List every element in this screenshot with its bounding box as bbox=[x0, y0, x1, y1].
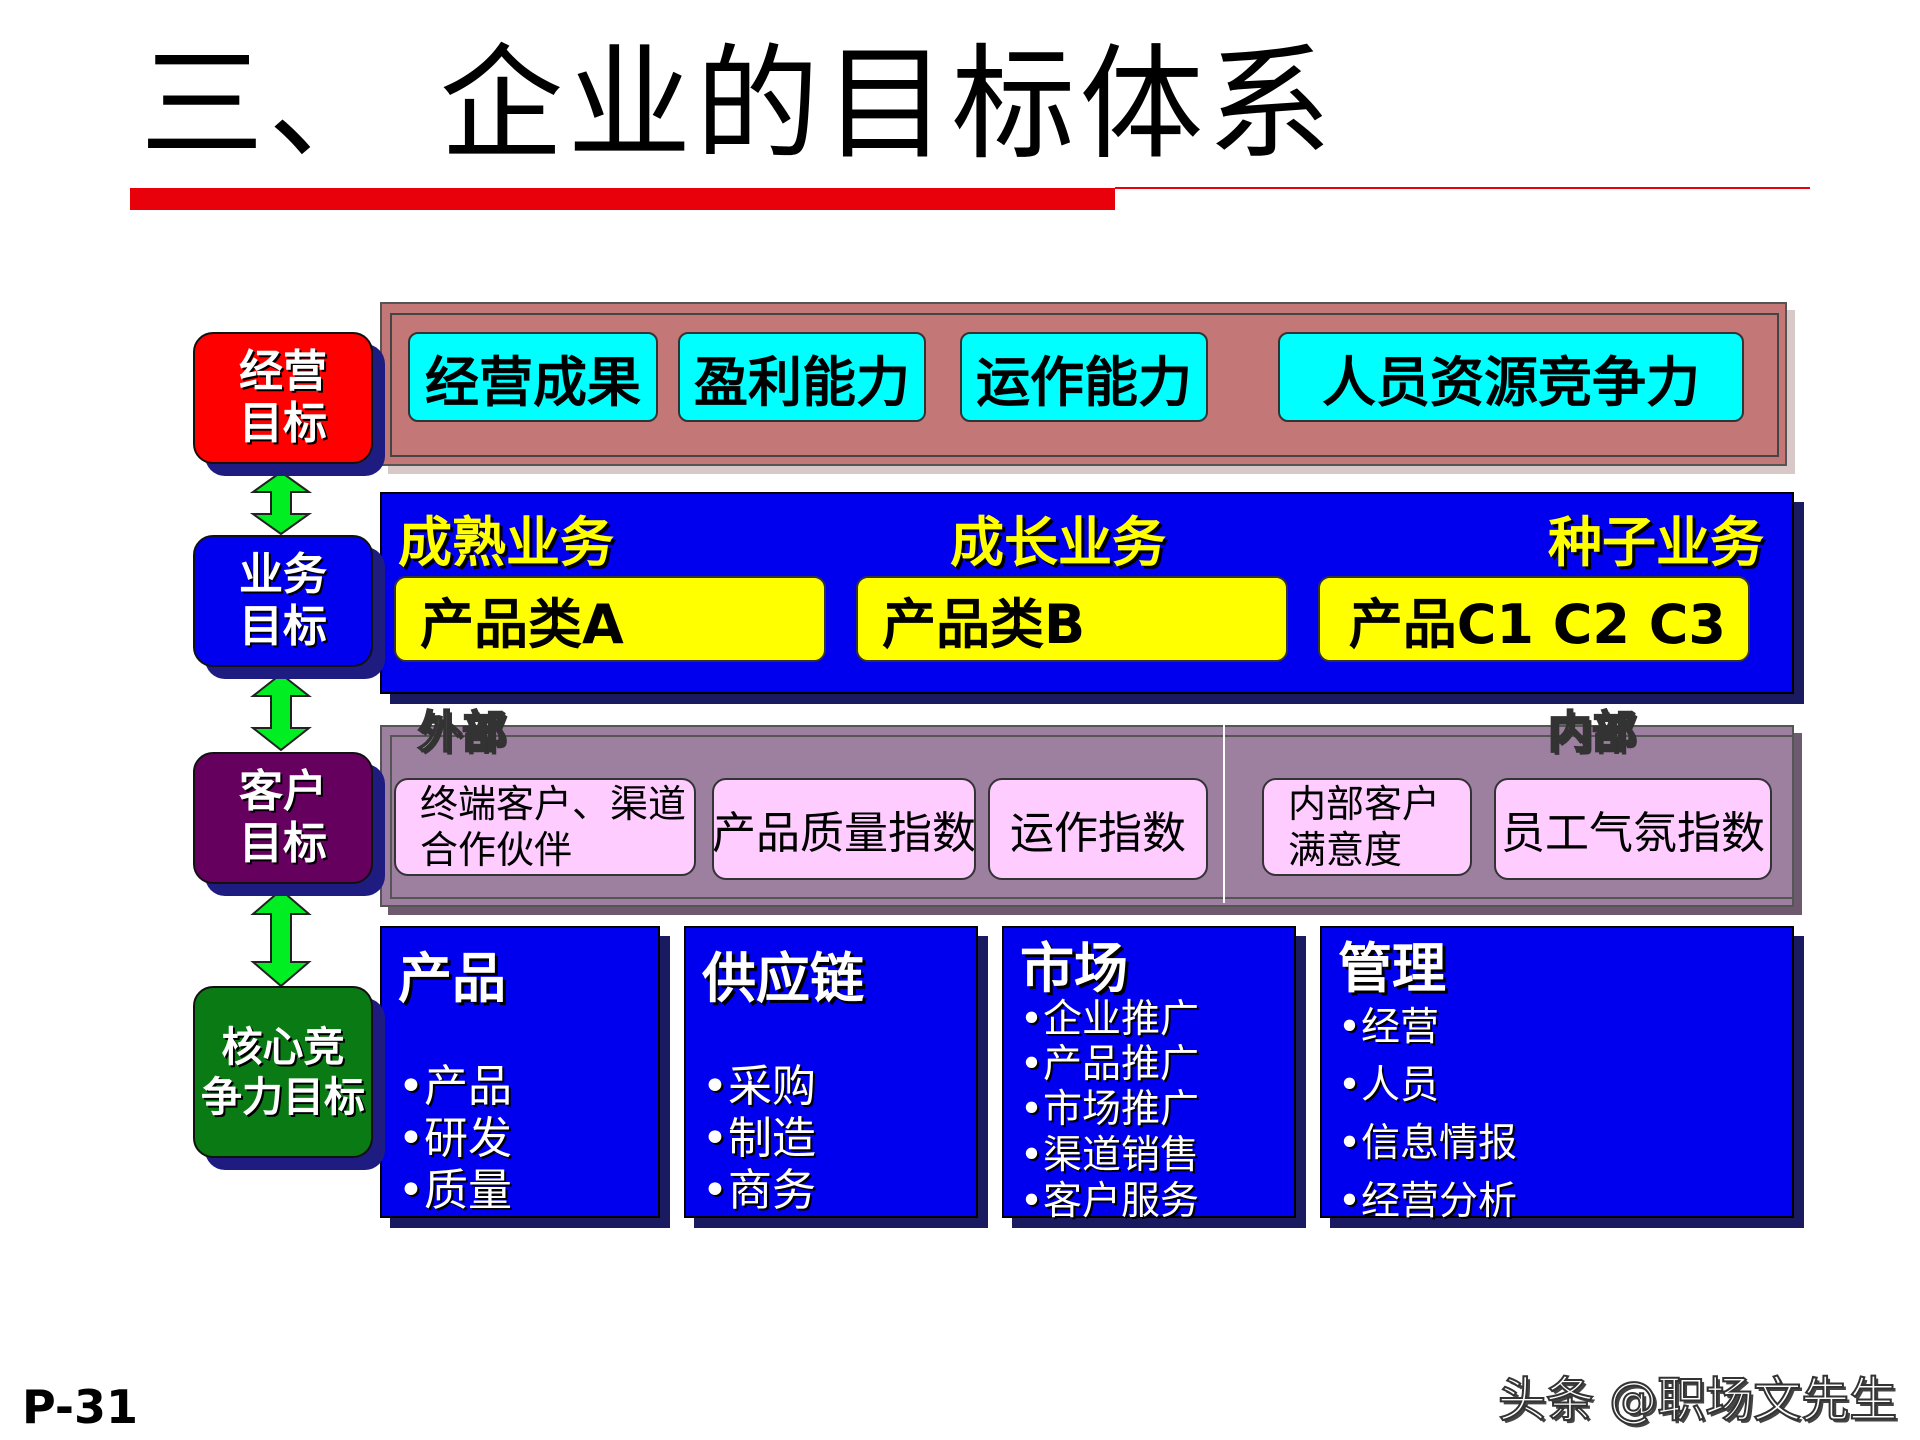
business-goal-line1: 业务 bbox=[239, 549, 327, 600]
customer-goals-inner-frame bbox=[390, 735, 1794, 899]
product-category-a-box: 产品类A bbox=[394, 576, 826, 662]
core-product-item: •研发 bbox=[398, 1113, 512, 1164]
core-management-item: •人员 bbox=[1338, 1063, 1440, 1108]
customer-goal-line2: 目标 bbox=[239, 818, 327, 869]
employee-climate-index-box: 员工气氛指数 bbox=[1494, 778, 1772, 880]
product-quality-index-box: 产品质量指数 bbox=[712, 778, 976, 880]
operational-capability-box: 运作能力 bbox=[960, 332, 1208, 422]
internal-label: 内部 bbox=[1547, 706, 1637, 759]
core-management-item: •经营分析 bbox=[1338, 1179, 1518, 1224]
human-resource-competitiveness-box: 人员资源竞争力 bbox=[1278, 332, 1744, 422]
core-product-item: •产品 bbox=[398, 1061, 512, 1112]
operation-goal-line2: 目标 bbox=[239, 398, 327, 449]
external-label: 外部 bbox=[417, 706, 507, 759]
end-customer-line1: 终端客户、渠道 bbox=[420, 782, 687, 826]
core-market-item: •客户服务 bbox=[1020, 1179, 1200, 1224]
end-customer-line2: 合作伙伴 bbox=[420, 828, 573, 872]
core-goal-line1: 核心竞 bbox=[221, 1023, 345, 1071]
external-internal-divider bbox=[1223, 725, 1225, 903]
growth-business-title: 成长业务 bbox=[950, 511, 1166, 574]
core-market-item: •企业推广 bbox=[1020, 997, 1200, 1042]
core-product-title: 产品 bbox=[398, 947, 506, 1010]
core-management-title: 管理 bbox=[1338, 937, 1446, 1000]
operation-goal-line1: 经营 bbox=[239, 346, 327, 397]
operation-goal-button: 经营 目标 bbox=[193, 332, 373, 464]
core-market-item: •产品推广 bbox=[1020, 1042, 1200, 1087]
title-underline-thick bbox=[130, 188, 1115, 210]
internal-customer-line2: 满意度 bbox=[1288, 828, 1403, 872]
seed-business-title: 种子业务 bbox=[1548, 511, 1764, 574]
business-goal-line2: 目标 bbox=[239, 601, 327, 652]
core-market-item: •渠道销售 bbox=[1020, 1133, 1200, 1178]
operating-results-box: 经营成果 bbox=[408, 332, 658, 422]
internal-customer-line1: 内部客户 bbox=[1288, 782, 1441, 826]
business-goal-button: 业务 目标 bbox=[193, 535, 373, 667]
internal-customer-satisfaction-box: 内部客户 满意度 bbox=[1262, 778, 1472, 876]
operation-index-box: 运作指数 bbox=[988, 778, 1208, 880]
mature-business-title: 成熟业务 bbox=[398, 511, 614, 574]
core-supply-chain-title: 供应链 bbox=[702, 947, 864, 1010]
customer-goal-button: 客户 目标 bbox=[193, 752, 373, 884]
double-arrow-icon bbox=[249, 470, 313, 536]
core-management-box: 管理 •经营 •人员 •信息情报 •经营分析 bbox=[1320, 926, 1794, 1224]
watermark: 头条 @职场文先生 bbox=[1497, 1371, 1898, 1429]
end-customer-channel-box: 终端客户、渠道 合作伙伴 bbox=[394, 778, 696, 876]
double-arrow-icon bbox=[250, 888, 312, 988]
core-product-box: 产品 •产品 •研发 •质量 bbox=[380, 926, 660, 1218]
core-goal-line2: 争力目标 bbox=[201, 1073, 365, 1121]
double-arrow-icon bbox=[250, 672, 312, 752]
core-competence-goal-button: 核心竞 争力目标 bbox=[193, 986, 373, 1158]
core-market-item: •市场推广 bbox=[1020, 1087, 1200, 1132]
core-supply-chain-item: •制造 bbox=[702, 1113, 816, 1164]
customer-goal-line1: 客户 bbox=[239, 766, 327, 817]
product-c-box: 产品C1 C2 C3 bbox=[1318, 576, 1750, 662]
page-number: P-31 bbox=[22, 1380, 139, 1434]
operation-goals-inner-frame bbox=[390, 313, 1779, 457]
core-product-item: •质量 bbox=[398, 1165, 512, 1216]
title-underline-thin bbox=[1115, 187, 1810, 189]
core-management-item: •经营 bbox=[1338, 1005, 1440, 1050]
core-supply-chain-item: •采购 bbox=[702, 1061, 816, 1112]
profitability-box: 盈利能力 bbox=[678, 332, 926, 422]
core-market-box: 市场 •企业推广 •产品推广 •市场推广 •渠道销售 •客户服务 bbox=[1002, 926, 1296, 1224]
product-category-b-box: 产品类B bbox=[856, 576, 1288, 662]
core-management-item: •信息情报 bbox=[1338, 1121, 1518, 1166]
core-market-title: 市场 bbox=[1020, 937, 1128, 1000]
page-title: 三、 企业的目标体系 bbox=[140, 33, 1336, 177]
core-supply-chain-box: 供应链 •采购 •制造 •商务 bbox=[684, 926, 978, 1218]
core-supply-chain-item: •商务 bbox=[702, 1165, 816, 1216]
